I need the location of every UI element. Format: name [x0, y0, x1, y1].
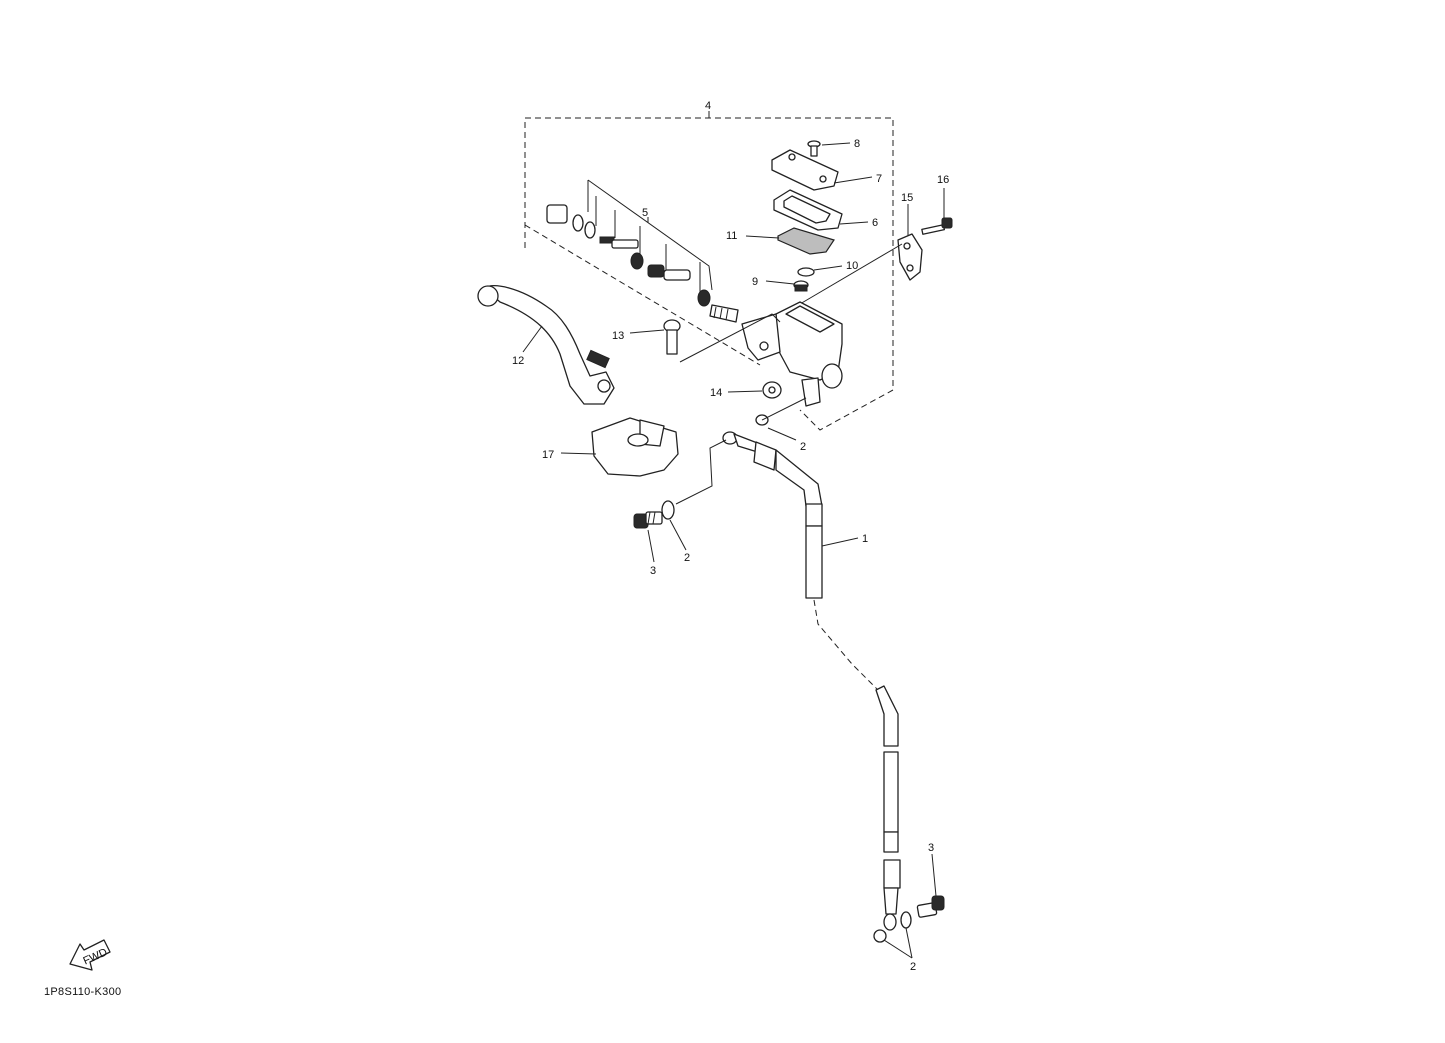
piston-kit-part-5[interactable]	[546, 179, 739, 323]
master-cylinder-body[interactable]	[741, 301, 843, 407]
callout-10: 10	[846, 260, 858, 272]
callout-3-left: 3	[650, 565, 656, 577]
union-bolt-part-3-bottom[interactable]	[916, 853, 945, 918]
callout-9: 9	[752, 276, 758, 288]
hose-part-1[interactable]	[805, 503, 901, 931]
callout-3-bottom: 3	[928, 842, 934, 854]
crush-washer-part-2-left[interactable]	[661, 439, 727, 551]
callout-7: 7	[876, 173, 882, 185]
callout-6: 6	[872, 217, 878, 229]
hose-upper-banjo[interactable]	[722, 397, 823, 507]
switch-housing-part-17[interactable]	[560, 417, 679, 477]
seal-part-9[interactable]	[765, 280, 809, 292]
washer-part-14[interactable]	[727, 381, 782, 399]
callout-2-upper: 2	[800, 441, 806, 453]
callout-12: 12	[512, 355, 524, 367]
reservoir-cap-part-7[interactable]	[771, 149, 873, 191]
callout-1: 1	[862, 533, 868, 545]
callout-2-left: 2	[684, 552, 690, 564]
diaphragm-holder-part-6[interactable]	[773, 189, 869, 231]
float-part-10[interactable]	[797, 265, 843, 277]
callout-16: 16	[937, 174, 949, 186]
crush-washers-part-2-bottom[interactable]	[873, 911, 913, 959]
diaphragm-part-11[interactable]	[745, 227, 835, 255]
callout-5: 5	[642, 207, 648, 219]
forward-direction-icon: FWD	[69, 939, 111, 971]
callout-17: 17	[542, 449, 554, 461]
callout-14: 14	[710, 387, 722, 399]
callout-4: 4	[705, 100, 711, 112]
pivot-bolt-part-13[interactable]	[629, 313, 781, 363]
assembly-4-boundary	[524, 111, 894, 431]
clutch-lever-part-12[interactable]	[477, 285, 615, 405]
diagram-code: 1P8S110-K300	[44, 986, 122, 998]
callout-2-bottom: 2	[910, 961, 916, 973]
union-bolt-part-3-left[interactable]	[633, 511, 663, 563]
callout-labels: 1 2 2 2 3 3 4 5 6 7 8 9 10 11 12 13 14 1…	[512, 100, 949, 973]
callout-11: 11	[726, 230, 737, 242]
clamp-bracket-part-15[interactable]	[897, 204, 923, 281]
callout-13: 13	[612, 330, 624, 342]
callout-15: 15	[901, 192, 913, 204]
bolt-part-16[interactable]	[921, 188, 953, 235]
callout-8: 8	[854, 138, 860, 150]
screw-part-8[interactable]	[807, 140, 851, 157]
